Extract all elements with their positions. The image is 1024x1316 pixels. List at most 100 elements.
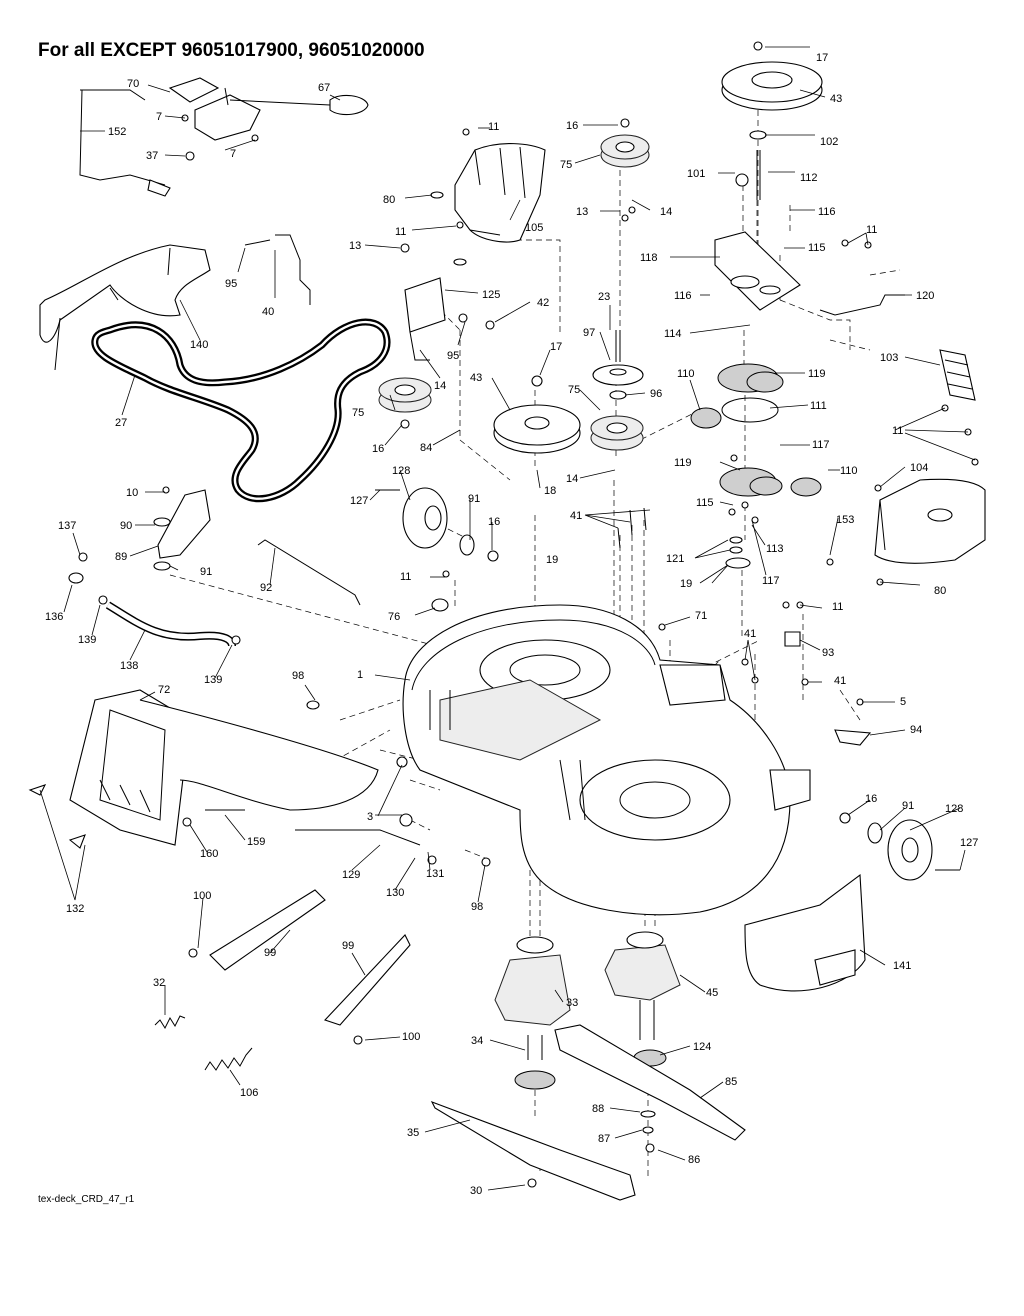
gauge-wheel-right xyxy=(839,812,960,881)
part-label: 116 xyxy=(818,206,836,218)
part-label: 41 xyxy=(744,628,756,640)
spring-32 xyxy=(154,1015,186,1030)
part-label: 94 xyxy=(910,724,922,736)
part-label: 99 xyxy=(342,940,354,952)
part-label: 84 xyxy=(420,442,432,454)
part-label: 33 xyxy=(566,997,578,1009)
cover-141 xyxy=(744,873,866,992)
pulley-43-center xyxy=(493,375,581,454)
part-label: 118 xyxy=(640,252,658,264)
part-label: 17 xyxy=(816,52,828,64)
part-label: 5 xyxy=(900,696,906,708)
drawing-reference: tex-deck_CRD_47_r1 xyxy=(38,1194,135,1205)
part-label: 43 xyxy=(470,372,482,384)
part-label: 80 xyxy=(934,585,946,597)
rod-92 xyxy=(257,539,361,606)
part-label: 137 xyxy=(58,520,76,532)
part-label: 27 xyxy=(115,417,127,429)
part-label: 16 xyxy=(865,793,877,805)
part-label: 45 xyxy=(706,987,718,999)
part-label: 14 xyxy=(660,206,672,218)
part-label: 102 xyxy=(820,136,838,148)
mower-deck xyxy=(402,604,811,916)
part-label: 110 xyxy=(677,368,695,380)
part-label: 99 xyxy=(264,947,276,959)
part-label: 14 xyxy=(566,473,578,485)
part-label: 91 xyxy=(200,566,212,578)
part-label: 41 xyxy=(570,510,582,522)
part-label: 110 xyxy=(840,465,858,477)
part-label: 160 xyxy=(200,848,218,860)
part-label: 138 xyxy=(120,660,138,672)
part-label: 112 xyxy=(800,172,818,184)
part-label: 115 xyxy=(808,242,826,254)
part-label: 124 xyxy=(693,1041,711,1053)
part-label: 17 xyxy=(550,341,562,353)
part-label: 119 xyxy=(808,368,826,380)
cover-104 xyxy=(874,478,986,564)
pulley-75-left xyxy=(378,377,432,429)
part-label: 87 xyxy=(598,1133,610,1145)
part-label: 101 xyxy=(687,168,705,180)
part-label: 129 xyxy=(342,869,360,881)
part-label: 93 xyxy=(822,647,834,659)
part-label: 11 xyxy=(892,425,903,437)
pulley-75-center xyxy=(590,415,644,451)
part-label: 95 xyxy=(225,278,237,290)
part-label: 96 xyxy=(650,388,662,400)
part-label: 95 xyxy=(447,350,459,362)
bracket-90 xyxy=(153,489,211,571)
lift-arm-lower xyxy=(324,934,411,1045)
belt-guard xyxy=(39,244,211,371)
part-label: 97 xyxy=(583,327,595,339)
part-label: 121 xyxy=(666,553,684,565)
rod-129 xyxy=(295,829,421,846)
part-label: 100 xyxy=(193,890,211,902)
pulley-97 xyxy=(592,330,644,400)
blade-85 xyxy=(554,1024,746,1153)
part-label: 14 xyxy=(434,380,446,392)
part-label: 80 xyxy=(383,194,395,206)
part-label: 75 xyxy=(560,159,572,171)
rod-40 xyxy=(244,234,311,305)
part-label: 11 xyxy=(832,601,843,613)
drive-belt xyxy=(91,318,391,503)
part-label: 75 xyxy=(568,384,580,396)
part-label: 76 xyxy=(388,611,400,623)
part-label: 72 xyxy=(158,684,170,696)
part-label: 3 xyxy=(367,811,373,823)
part-label: 106 xyxy=(240,1087,258,1099)
part-label: 114 xyxy=(664,328,682,340)
pulley-43-top xyxy=(721,41,823,111)
part-label: 71 xyxy=(695,610,707,622)
part-label: 128 xyxy=(392,465,410,477)
gearbox-assembly xyxy=(690,130,822,569)
part-label: 159 xyxy=(247,836,265,848)
part-label: 88 xyxy=(592,1103,604,1115)
part-labels: 17 43 102 112 101 116 115 11 118 120 116… xyxy=(45,52,978,1197)
part-label: 1 xyxy=(357,669,363,681)
part-label: 70 xyxy=(127,78,139,90)
part-label: 34 xyxy=(471,1035,483,1047)
part-label: 11 xyxy=(488,121,499,133)
part-label: 125 xyxy=(482,289,500,301)
part-label: 35 xyxy=(407,1127,419,1139)
idler-bracket xyxy=(404,277,446,361)
part-label: 11 xyxy=(395,226,406,238)
part-label: 23 xyxy=(598,291,610,303)
part-label: 85 xyxy=(725,1076,737,1088)
part-label: 131 xyxy=(426,868,444,880)
part-label: 90 xyxy=(120,520,132,532)
part-label: 16 xyxy=(372,443,384,455)
part-label: 130 xyxy=(386,887,404,899)
spindle-33 xyxy=(494,936,571,1090)
part-label: 98 xyxy=(292,670,304,682)
part-label: 103 xyxy=(880,352,898,364)
spring-106 xyxy=(204,1047,253,1071)
part-label: 89 xyxy=(115,551,127,563)
part-label: 91 xyxy=(902,800,914,812)
diagram-title: For all EXCEPT 96051017900, 96051020000 xyxy=(38,40,425,61)
discharge-chute xyxy=(69,689,379,846)
part-label: 43 xyxy=(830,93,842,105)
